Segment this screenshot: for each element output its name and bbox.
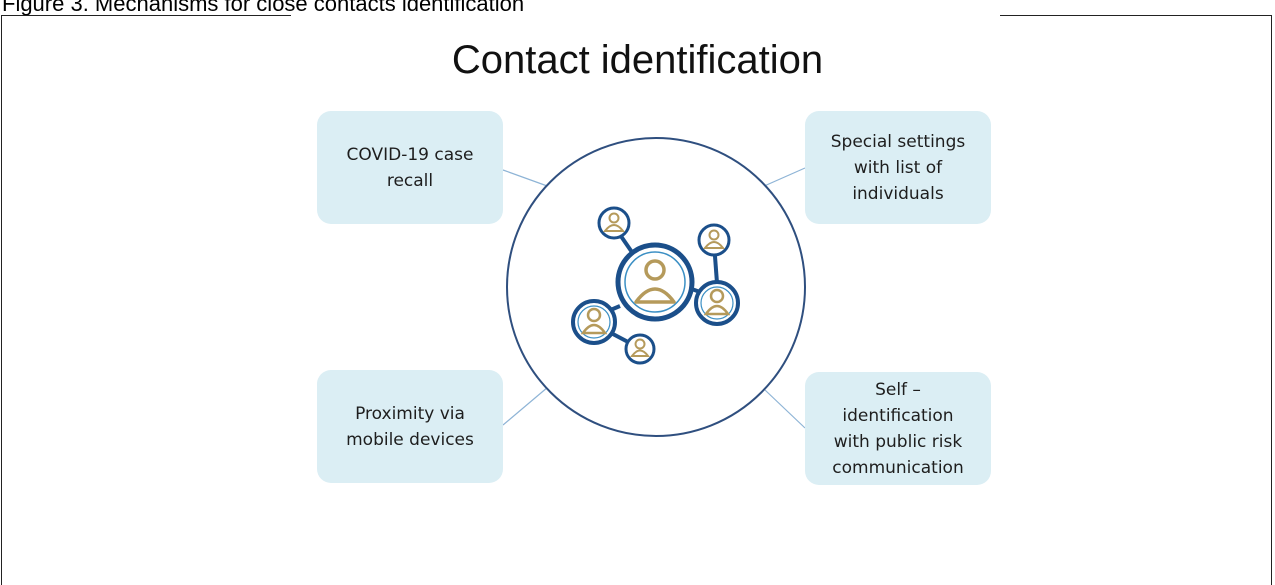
box-special-settings: Special settings with list of individual… [805, 111, 991, 224]
box-label: Self – identification with public risk c… [832, 379, 964, 478]
figure-caption: Figure 3. Mechanisms for close contacts … [2, 0, 525, 16]
contact-node [694, 280, 740, 326]
contact-node [571, 299, 617, 345]
box-label: Proximity via mobile devices [346, 403, 474, 450]
connector-bottom-left [502, 386, 549, 426]
contact-node [624, 333, 656, 365]
contact-node [697, 223, 731, 257]
frame-top-border-left [1, 15, 291, 16]
diagram-title: Contact identification [451, 38, 824, 82]
connector-bottom-right [764, 389, 806, 429]
contact-node [597, 206, 631, 240]
figure-frame [1, 15, 1272, 585]
connector-top-left [502, 169, 551, 188]
connector-top-right [761, 167, 806, 188]
box-proximity-mobile: Proximity via mobile devices [317, 370, 503, 483]
central-person-node [615, 242, 695, 322]
contact-network-icon [571, 206, 740, 365]
box-label: COVID-19 case recall [346, 144, 474, 191]
box-covid-case-recall: COVID-19 case recall [317, 111, 503, 224]
box-label: Special settings with list of individual… [830, 131, 966, 204]
frame-top-border-right [1000, 15, 1272, 16]
box-self-identification: Self – identification with public risk c… [805, 372, 991, 485]
